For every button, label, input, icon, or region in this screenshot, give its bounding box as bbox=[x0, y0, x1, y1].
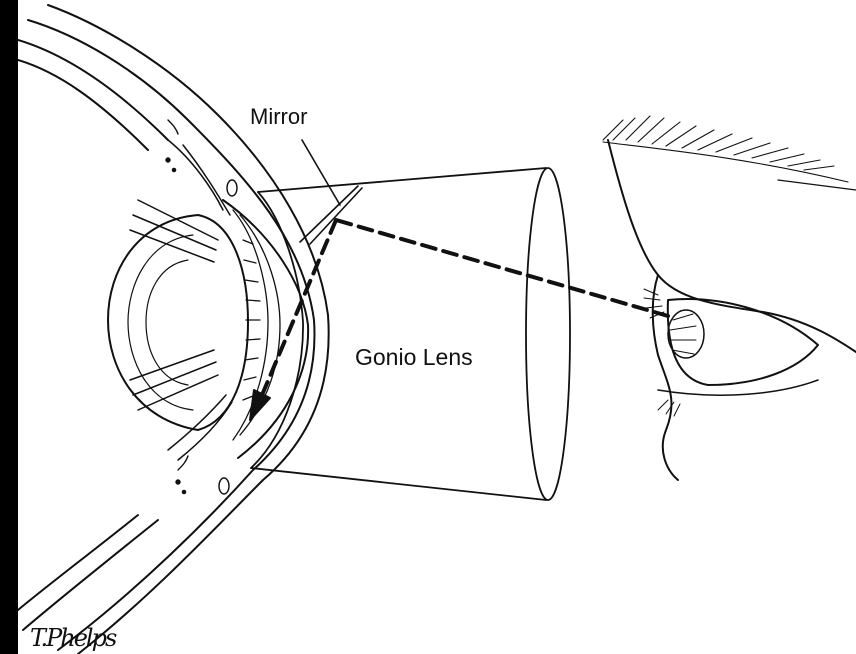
ciliary-region bbox=[130, 140, 232, 460]
eyeball-wall bbox=[18, 5, 329, 654]
cornea-inner bbox=[223, 200, 308, 458]
gonioscopy-drawing bbox=[18, 0, 856, 654]
mirror-label: Mirror bbox=[250, 104, 307, 130]
gonio-lens-body bbox=[251, 168, 570, 500]
gonio-lens-label: Gonio Lens bbox=[355, 344, 473, 371]
light-path-arrowhead bbox=[250, 390, 270, 420]
artist-signature: T.Phelps bbox=[30, 624, 115, 652]
crystalline-lens bbox=[108, 215, 248, 430]
observer-eyebrow bbox=[603, 116, 848, 182]
illustration-canvas: Mirror Gonio Lens T.Phelps bbox=[18, 0, 856, 654]
